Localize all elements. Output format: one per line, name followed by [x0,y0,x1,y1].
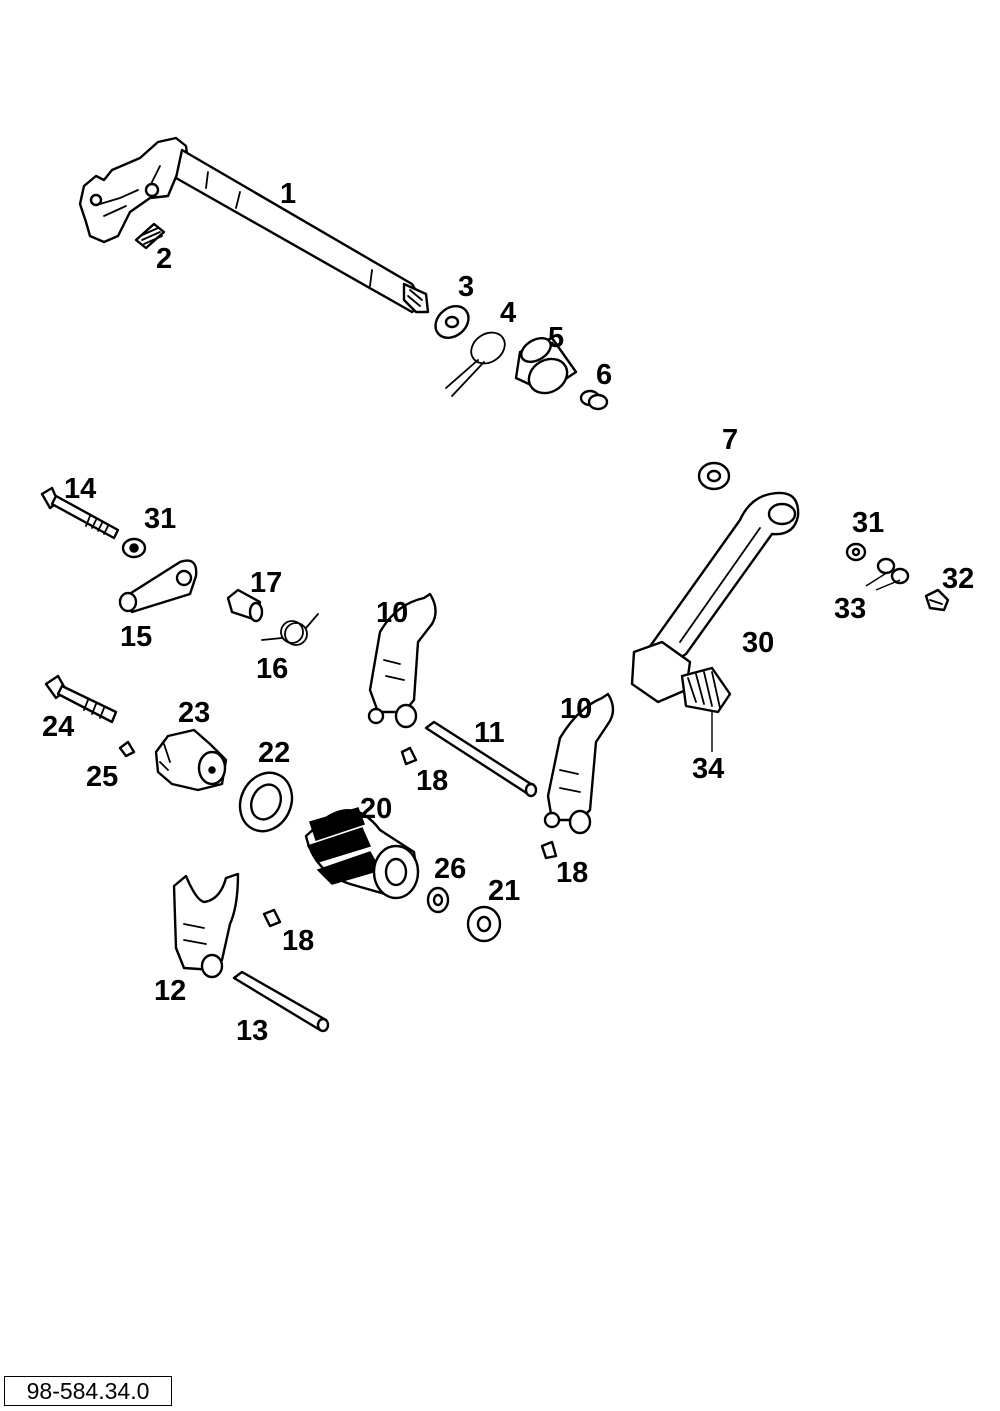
nut-set-33 [865,557,910,591]
torsion-spring [261,613,319,646]
bolt-24 [44,674,118,724]
label-6: 6 [596,359,612,391]
label-18b: 18 [556,857,588,889]
circlip-top [445,331,506,397]
bearing-22 [238,771,294,833]
fork-rod-13 [232,970,330,1033]
oring-top [579,389,609,411]
roller-18c [262,908,282,928]
long-bolt-14 [40,486,120,540]
fork-12 [172,872,240,979]
label-12: 12 [154,975,186,1007]
fork-rod-11 [424,720,538,798]
shift-shaft [78,136,430,314]
rubber [680,666,732,714]
label-21: 21 [488,875,520,907]
washer-31b [845,542,867,562]
roller-18a [400,746,418,766]
label-31b: 31 [852,507,884,539]
label-14: 14 [64,473,96,505]
label-26: 26 [434,853,466,885]
bearing-21 [466,905,502,943]
label-1: 1 [280,178,296,210]
label-3: 3 [458,271,474,303]
label-20: 20 [360,793,392,825]
label-30: 30 [742,627,774,659]
label-13: 13 [236,1015,268,1047]
lever-ring [697,461,731,491]
small-nut-25 [118,740,136,758]
shift-drum [304,807,420,900]
label-16: 16 [256,653,288,685]
label-11: 11 [474,717,505,749]
label-18c: 18 [282,925,314,957]
label-25: 25 [86,761,118,793]
document-code-box: 98-584.34.0 [4,1376,172,1406]
shift-drum-locating [154,728,228,792]
shift-lever [630,491,800,704]
shaft-spring [134,222,166,250]
label-34: 34 [692,753,724,785]
label-31a: 31 [144,503,176,535]
locking-lever [118,559,198,614]
label-7: 7 [722,424,738,456]
washer-26 [426,886,450,914]
label-33: 33 [834,593,866,625]
label-10a: 10 [376,597,408,629]
label-10b: 10 [560,693,592,725]
label-23: 23 [178,697,210,729]
fork-10a [367,592,437,729]
bolt-32 [924,588,950,612]
label-17: 17 [250,567,282,599]
label-24: 24 [42,711,74,743]
roller-18b [540,840,558,860]
washer-31a [121,537,147,559]
fork-10b [543,692,615,835]
label-5: 5 [548,322,564,354]
label-4: 4 [500,297,516,329]
label-32: 32 [942,563,974,595]
label-18a: 18 [416,765,448,797]
washer-top [434,305,470,339]
label-2: 2 [156,243,172,275]
label-22: 22 [258,737,290,769]
roller-17 [226,588,264,623]
bushing [514,336,578,395]
label-15: 15 [120,621,152,653]
